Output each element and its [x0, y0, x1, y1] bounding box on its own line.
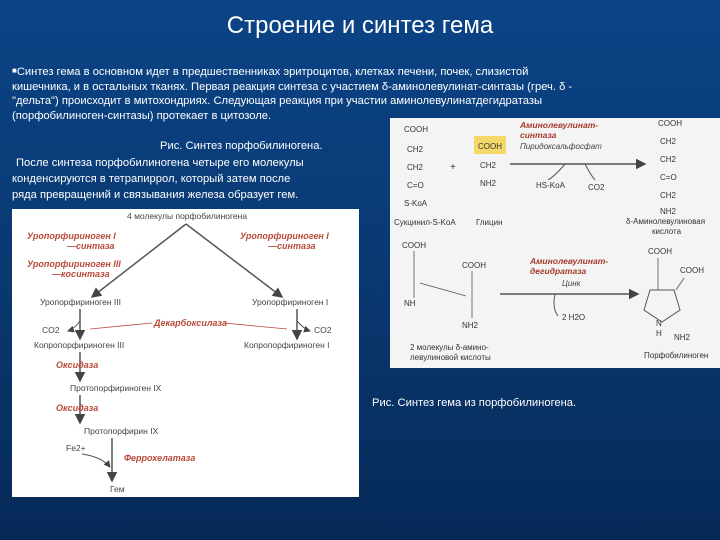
enzyme-uro1-synthase-left: Уропорфириноген I [27, 231, 116, 241]
pyrrole-ring [643, 289, 681, 323]
ala-label-2: кислота [652, 227, 682, 236]
heme-synthesis-diagram: 4 молекулы порфобилиногена Уропорфириног… [27, 211, 332, 494]
pbg-h: H [656, 329, 662, 338]
protoporphyrin-9: Протопорфирин IX [84, 426, 159, 436]
ala-nh2: NH2 [660, 207, 677, 216]
figure-bg [390, 118, 720, 368]
gly-nh2: NH2 [480, 179, 497, 188]
enzyme-oxidase-1: Оксидаза [56, 360, 98, 370]
succinyl-coa-label: Сукцинил-S-KoA [394, 218, 456, 227]
succ-ch2-a: CH2 [407, 145, 424, 154]
co2-byproduct: CO2 [588, 183, 605, 192]
caption-porphobilinogen: Рис. Синтез порфобилиногена. [160, 140, 323, 152]
two-ala-label: 2 молекулы δ-амино- [410, 343, 489, 352]
uroporphyrinogen-3: Уропорфириноген III [40, 297, 121, 307]
ala-ch2-a: CH2 [660, 137, 677, 146]
cofactor-plp: Пиридоксальфосфат [520, 142, 602, 151]
pbg-4-label: 4 молекулы порфобилиногена [127, 211, 247, 221]
succ-co: C=O [407, 181, 424, 190]
heme-product: Гем [110, 484, 125, 494]
pbg-nh2: NH2 [674, 333, 691, 342]
condensation-paragraph: После синтеза порфобилиногена четыре его… [12, 155, 372, 203]
enzyme-uro1-synthase-right: Уропорфириноген I [240, 231, 329, 241]
pbg-chain-2 [675, 277, 685, 291]
bullet-icon: ■ [12, 66, 17, 75]
para2-line-2: конденсируются в тетрапиррол, который за… [12, 173, 291, 185]
glycine-label: Глицин [476, 218, 503, 227]
enzyme-decarboxylase: Декарбоксилаза [153, 318, 227, 328]
coproporphyrinogen-1: Копропорфириноген I [244, 340, 330, 350]
porphobilinogen-label: Порфобилиноген [644, 351, 708, 360]
enzyme-ala-dehydratase-2: дегидратаза [530, 266, 587, 276]
protoporphyrinogen-9: Протопорфириноген IX [70, 383, 162, 393]
uroporphyrinogen-1: Уропорфириноген I [252, 297, 328, 307]
ala-nh: NH [404, 299, 416, 308]
para2-line-1: После синтеза порфобилиногена четыре его… [16, 157, 304, 169]
enzyme-ala-synthase-2: синтаза [520, 130, 557, 140]
intro-paragraph: ■Синтез гема в основном идет в предшеств… [12, 64, 712, 123]
iron-arrow [81, 453, 111, 468]
two-ala-label-2: левулиновой кислоты [410, 353, 491, 362]
arrow-to-uro3 [90, 223, 187, 298]
enzyme-ala-dehydratase: Аминолевулинат- [529, 256, 608, 266]
co2-left-arrow [67, 320, 81, 333]
ala-cooh: COOH [658, 119, 682, 128]
cooh-right: COOH [462, 261, 486, 270]
decarb-link-right [223, 322, 288, 330]
decarb-link-left [89, 322, 153, 330]
pbg-cooh-1: COOH [648, 247, 672, 256]
ala-pair-bonds [413, 251, 473, 318]
iron-ion: Fe2+ [66, 443, 86, 453]
heme-synthesis-figure: 4 молекулы порфобилиногена Уропорфириног… [12, 209, 359, 497]
glycine-cooh-highlight [474, 136, 506, 154]
enzyme-uro1-synthase-right-2: —синтаза [267, 241, 316, 251]
pbg-cooh-2: COOH [680, 266, 704, 275]
intro-line-4: (порфобилиноген-синтазы) протекает в цит… [12, 109, 272, 122]
enzyme-uro3-cosynthase-2: —косинтаза [51, 269, 110, 279]
succ-ch2-b: CH2 [407, 163, 424, 172]
intro-line-1: ■Синтез гема в основном идет в предшеств… [12, 66, 529, 78]
succ-cooh: COOH [404, 125, 428, 134]
enzyme-uro3-cosynthase: Уропорфириноген III [27, 259, 121, 269]
co2-left: CO2 [42, 325, 60, 335]
zinc-cofactor: Цинк [562, 279, 582, 288]
enzyme-oxidase-2: Оксидаза [56, 403, 98, 413]
para2-line-3: ряда превращений и связывания железа обр… [12, 189, 299, 201]
arrow-hskoa [547, 163, 566, 181]
hskoa-byproduct: HS-KoA [536, 181, 566, 190]
intro-line-2: кишечника, и в остальных тканях. Первая … [12, 80, 573, 93]
intro-line-3: "дельта") происходит в митохондриях. Сле… [12, 95, 543, 107]
cooh-left: COOH [402, 241, 426, 250]
porphobilinogen-synthesis-figure: COOH CH2 CH2 C=O S-KoA + COOH CH2 NH2 HS… [390, 118, 720, 368]
co2-right-arrow [296, 320, 311, 333]
ala-ch2-b: CH2 [660, 155, 677, 164]
ala-ch2-c: CH2 [660, 191, 677, 200]
arrow-co2 [584, 163, 596, 181]
gly-ch2: CH2 [480, 161, 497, 170]
succ-skoa: S-KoA [404, 199, 428, 208]
caption-heme: Рис. Синтез гема из порфобилиногена. [372, 397, 577, 409]
enzyme-uro1-synthase-left-2: —синтаза [66, 241, 115, 251]
porphobilinogen-diagram: COOH CH2 CH2 C=O S-KoA + COOH CH2 NH2 HS… [390, 118, 720, 368]
ala-nh2-b: NH2 [462, 321, 479, 330]
co2-right: CO2 [314, 325, 332, 335]
enzyme-ferrochelatase: Феррохелатаза [124, 453, 195, 463]
arrow-to-uro1 [185, 223, 284, 298]
gly-cooh-overlay: COOH [478, 142, 502, 151]
ala-co: C=O [660, 173, 677, 182]
arrow-water [553, 293, 559, 317]
slide-title: Строение и синтез гема [226, 12, 494, 39]
coproporphyrinogen-3: Копропорфириноген III [34, 340, 124, 350]
water-byproduct: 2 H2O [562, 313, 585, 322]
pbg-n: N [656, 319, 662, 328]
enzyme-ala-synthase: Аминолевулинат- [519, 120, 598, 130]
plus-sign: + [450, 162, 456, 173]
ala-label: δ-Аминолевулиновая [626, 217, 705, 226]
